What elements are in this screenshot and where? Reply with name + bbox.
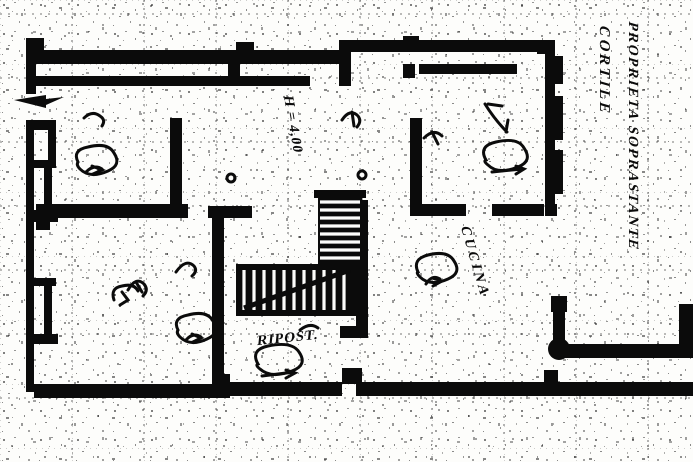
stair-treads-lower [242, 270, 346, 310]
handwritten-strokes [82, 102, 510, 332]
entry-arrow-icon [14, 95, 64, 108]
wall-poche [26, 36, 693, 398]
stair-stringer [243, 267, 351, 311]
column-round [548, 338, 570, 360]
circled-annotations [74, 139, 529, 380]
floor-fixtures [225, 169, 368, 184]
staircase [236, 190, 366, 316]
